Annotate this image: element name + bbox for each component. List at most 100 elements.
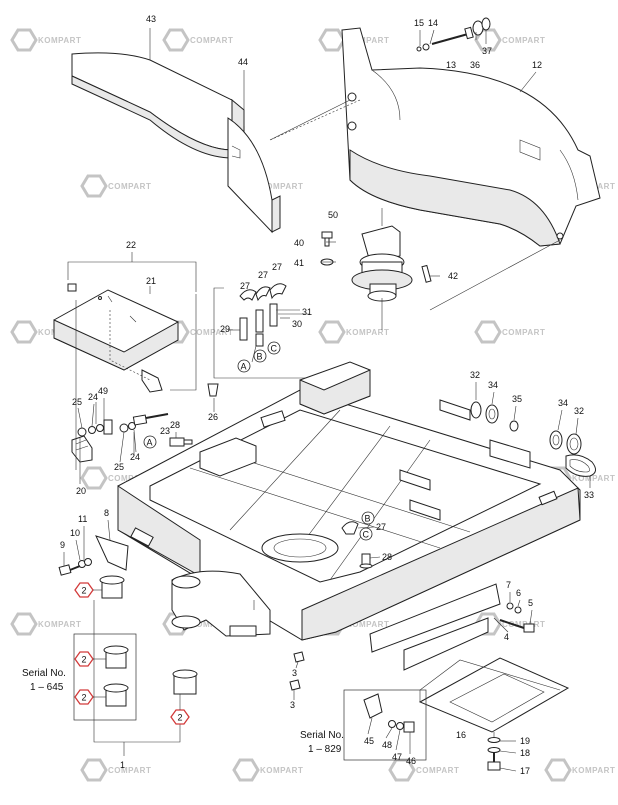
part-label-23: 23 [160,426,170,436]
part-label-49: 49 [98,386,108,396]
svg-text:COMPART: COMPART [108,766,151,775]
part-label-50: 50 [328,210,338,220]
bolt-17-19 [487,737,501,771]
watermark-logo: COMPART [388,758,459,782]
part-label-32-b: 32 [574,406,584,416]
counterweight-12 [341,27,601,247]
watermark-logo: COMPART [80,466,151,490]
callout-B-frame: B [361,511,375,525]
pin-42 [421,264,432,283]
watermark-logo: KOMPART [544,758,615,782]
bracket-45 [363,693,383,719]
part-label-25-b: 25 [114,462,124,472]
part-label-18: 18 [520,748,530,758]
bushing-top [99,575,125,599]
bolt-5-7 [499,602,535,633]
svg-text:A: A [241,362,247,372]
watermark-logo: COMPART [80,174,151,198]
cover-8 [95,535,129,571]
part-label-26: 26 [208,412,218,422]
part-label-6: 6 [516,588,521,598]
svg-text:2: 2 [82,586,87,596]
bolt-46-48 [388,720,415,733]
part-label-12: 12 [532,60,542,70]
bolt-stack-left [77,413,169,437]
svg-text:2: 2 [82,655,87,665]
swivel-joint-50 [351,225,413,302]
part-label-27-a: 27 [240,281,250,291]
bolt-9-11 [58,558,92,576]
svg-text:Serial No.: Serial No. [300,730,344,741]
svg-text:KOMPART: KOMPART [38,36,81,45]
part-label-19: 19 [520,736,530,746]
svg-text:KOMPART: KOMPART [572,766,615,775]
svg-text:KOMPART: KOMPART [38,620,81,629]
seal-33 [565,454,596,477]
part-label-34-a: 34 [488,380,498,390]
svg-text:COMPART: COMPART [108,182,151,191]
cap-22 [67,283,77,292]
grommet-26 [207,383,219,397]
bolt-13 [416,17,491,52]
bushing-middle [103,645,129,669]
svg-text:KOMPART: KOMPART [346,36,389,45]
part-label-33: 33 [584,490,594,500]
svg-text:2: 2 [82,693,87,703]
part-label-22: 22 [126,240,136,250]
part-label-8: 8 [104,508,109,518]
part-label-21: 21 [146,276,156,286]
part-label-28-a: 28 [170,420,180,430]
bracket-latch [141,369,163,393]
watermark-logo: COMPART [162,28,233,52]
part-label-35: 35 [512,394,522,404]
hex-label-2-top: 2 [74,582,94,598]
bushing-lower [103,683,129,707]
svg-text:2: 2 [178,713,183,723]
part-label-11: 11 [78,514,87,524]
elbow-27-lower [341,521,359,535]
watermark-logo: COMPART [80,758,151,782]
part-label-43: 43 [146,14,156,24]
part-label-20: 20 [76,486,86,496]
under-cover-16 [418,657,570,733]
cover-21 [53,289,179,371]
part-label-27-b: 27 [258,270,268,280]
part-label-15: 15 [414,18,424,28]
part-label-4: 4 [504,632,509,642]
callout-A-frame: A [143,435,157,449]
fitting-28-upper [169,437,193,447]
watermark-logo: KOMPART [10,28,81,52]
svg-text:B: B [365,514,371,524]
part-label-1: 1 [120,760,125,770]
svg-text:1 – 645: 1 – 645 [30,682,64,693]
hose-pipes-29-31 [239,303,278,347]
part-label-10: 10 [70,528,80,538]
part-label-9: 9 [60,540,65,550]
watermark-logo: KOMPART [318,28,389,52]
part-label-48: 48 [382,740,392,750]
seals-32-34 [470,401,582,455]
bolt-40 [321,231,333,247]
svg-text:COMPART: COMPART [108,474,151,483]
bracket-20 [71,435,93,463]
part-label-25-a: 25 [72,397,82,407]
part-label-17: 17 [520,766,530,776]
part-label-5: 5 [528,598,533,608]
svg-text:COMPART: COMPART [502,620,545,629]
side-cover-4 [369,583,501,671]
svg-text:KOMPART: KOMPART [260,766,303,775]
svg-text:C: C [363,530,370,540]
svg-text:B: B [257,352,263,362]
svg-text:Serial No.: Serial No. [22,668,66,679]
svg-text:KOMPART: KOMPART [346,620,389,629]
part-label-3-a: 3 [292,668,297,678]
part-label-3-b: 3 [290,700,295,710]
svg-text:COMPART: COMPART [190,36,233,45]
part-label-34-b: 34 [558,398,568,408]
svg-text:C: C [271,344,278,354]
watermark-logo: COMPART [474,320,545,344]
part-label-31: 31 [302,307,312,317]
grease-fittings-3 [289,651,305,691]
svg-text:COMPART: COMPART [502,36,545,45]
